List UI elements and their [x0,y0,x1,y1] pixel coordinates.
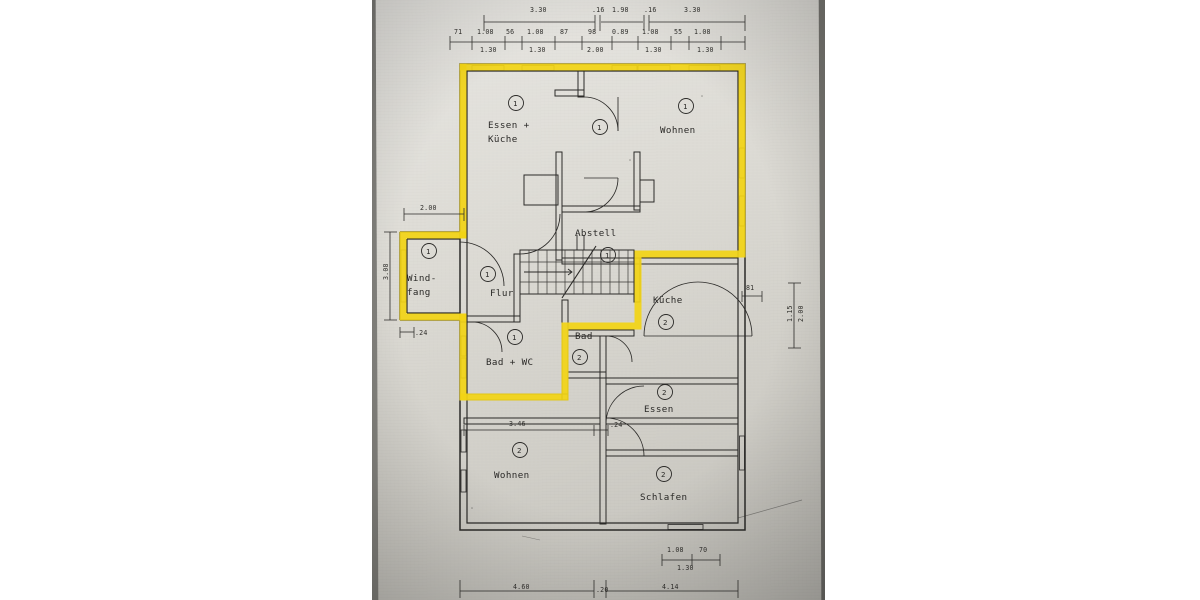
dim-top-inner-up-4: 87 [560,28,568,36]
dim-top-inner-up-0: 71 [454,28,462,36]
dim-bottom-outer-0: 4.60 [513,583,530,591]
label-bad-wc: Bad + WC [486,357,533,368]
dim-top-outer-0: 3.30 [530,6,547,14]
dim-bottom-window-low: 1.30 [677,564,694,572]
dim-top-inner-low-0: 1.30 [480,46,497,54]
room-flur: 1 Flur [480,266,514,299]
dim-top-outer-4: 3.30 [684,6,701,14]
unit-badge-bad-wc: 1 [512,333,516,342]
unit-badge-wohnen-1: 1 [683,102,687,111]
dim-top-inner-low-3: 1.30 [645,46,662,54]
dim-top-outer-3: .16 [644,6,657,14]
label-abstell: Abstell [575,228,617,239]
label-windfang-line2: fang [407,287,431,298]
bottom-window-dimensions: 1.08 70 1.30 [661,546,721,572]
label-essen-kueche-line2: Küche [488,134,518,145]
dim-top-outer-2: 1.98 [612,6,629,14]
dim-right-window-width: 81 [746,284,754,292]
room-essen-2: 2 Essen [644,384,674,415]
unit-badge-abstell: 1 [605,251,609,260]
staircase [519,235,635,299]
dim-top-inner-up-6: 0.89 [612,28,629,36]
dim-right-vertical-upper: 2.00 [797,305,805,322]
dim-bottom-window-up-1: 70 [699,546,707,554]
room-abstell: Abstell 1 [575,228,617,263]
room-flur-upper: 1 [592,119,608,135]
room-essen-kueche: 1 Essen + Küche [488,95,530,145]
dim-bottom-outer-1: .20 [596,586,609,594]
room-windfang: 1 Wind- fang [407,243,437,298]
unit-badge-flur: 1 [485,270,489,279]
right-dimensions: 81 1.15 2.00 [741,282,805,349]
room-wohnen-1: 1 Wohnen [660,98,696,136]
unit-badge-bad-2: 2 [577,353,581,362]
room-wohnen-2: 2 Wohnen [494,442,530,481]
label-flur: Flur [490,288,514,299]
top-inner-dimension-chain: 71 1.08 56 1.08 87 98 0.89 1.08 55 1.08 … [449,28,746,54]
highlighter-unit1-outline [399,63,746,401]
dim-interior-wall-thickness: .24 [610,421,623,429]
dim-top-inner-up-2: 56 [506,28,514,36]
plan-drawing-layer: 3.30 .16 1.98 .16 3.30 71 [372,0,825,600]
room-schlafen-2: 2 Schlafen [640,466,687,503]
room-kueche-2: Küche 2 [653,295,683,330]
bottom-outer-dimension-chain: 4.60 .20 4.14 [459,580,739,598]
unit-badge-wohnen-2: 2 [517,446,521,455]
unit-badge-flur-upper: 1 [597,123,601,132]
dim-top-inner-up-3: 1.08 [527,28,544,36]
top-outer-dimension-chain: 3.30 .16 1.98 .16 3.30 [483,6,746,31]
room-bad-2: Bad 2 [572,331,593,365]
label-essen-kueche-line1: Essen + [488,120,530,131]
unit-badge-essen-2: 2 [662,388,666,397]
door-swings [459,96,753,457]
dim-bottom-outer-2: 4.14 [662,583,679,591]
label-windfang-line1: Wind- [407,273,437,284]
interior-dimensions: 3.46 .24 [463,420,623,436]
floorplan-svg: 3.30 .16 1.98 .16 3.30 71 [382,6,805,598]
label-wohnen-top: Wohnen [660,125,696,136]
dim-right-vertical-lower: 1.15 [786,305,794,322]
floorplan-photograph: 3.30 .16 1.98 .16 3.30 71 [372,0,825,600]
label-bad: Bad [575,331,593,342]
dim-top-inner-low-1: 1.30 [529,46,546,54]
dim-top-inner-up-7: 1.08 [642,28,659,36]
label-essen-2: Essen [644,404,674,415]
unit-badge-essen-kueche: 1 [513,99,517,108]
stair-direction-arrow [524,268,573,276]
room-bad-wc: 1 Bad + WC [486,329,533,368]
dim-left-vertical: 3.08 [382,263,390,280]
label-wohnen-bottom: Wohnen [494,470,530,481]
left-dimensions: 2.00 3.08 .24 [382,204,465,338]
dim-top-inner-up-5: 98 [588,28,596,36]
label-kueche: Küche [653,295,683,306]
paper-marks [471,95,803,541]
dim-top-inner-up-1: 1.08 [477,28,494,36]
dim-top-inner-low-2: 2.00 [587,46,604,54]
dim-bottom-window-up-0: 1.08 [667,546,684,554]
unit-badge-windfang: 1 [426,247,430,256]
letterbox-left [0,0,372,600]
dim-top-inner-up-8: 55 [674,28,682,36]
unit-badge-kueche-2: 2 [663,318,667,327]
room-labels: 1 Essen + Küche 1 1 Wohnen Abstell [407,95,696,503]
dim-top-inner-up-9: 1.08 [694,28,711,36]
dim-left-horizontal: 2.00 [420,204,437,212]
label-schlafen: Schlafen [640,492,687,503]
stair-break-line [561,245,597,299]
dim-top-outer-1: .16 [592,6,605,14]
letterbox-right [825,0,1200,600]
dim-interior-wohnen-width: 3.46 [509,420,526,428]
unit-badge-schlafen-2: 2 [661,470,665,479]
dim-left-bottom: .24 [415,329,428,337]
dim-top-inner-low-4: 1.30 [697,46,714,54]
bottom-wall-windows [667,524,704,530]
